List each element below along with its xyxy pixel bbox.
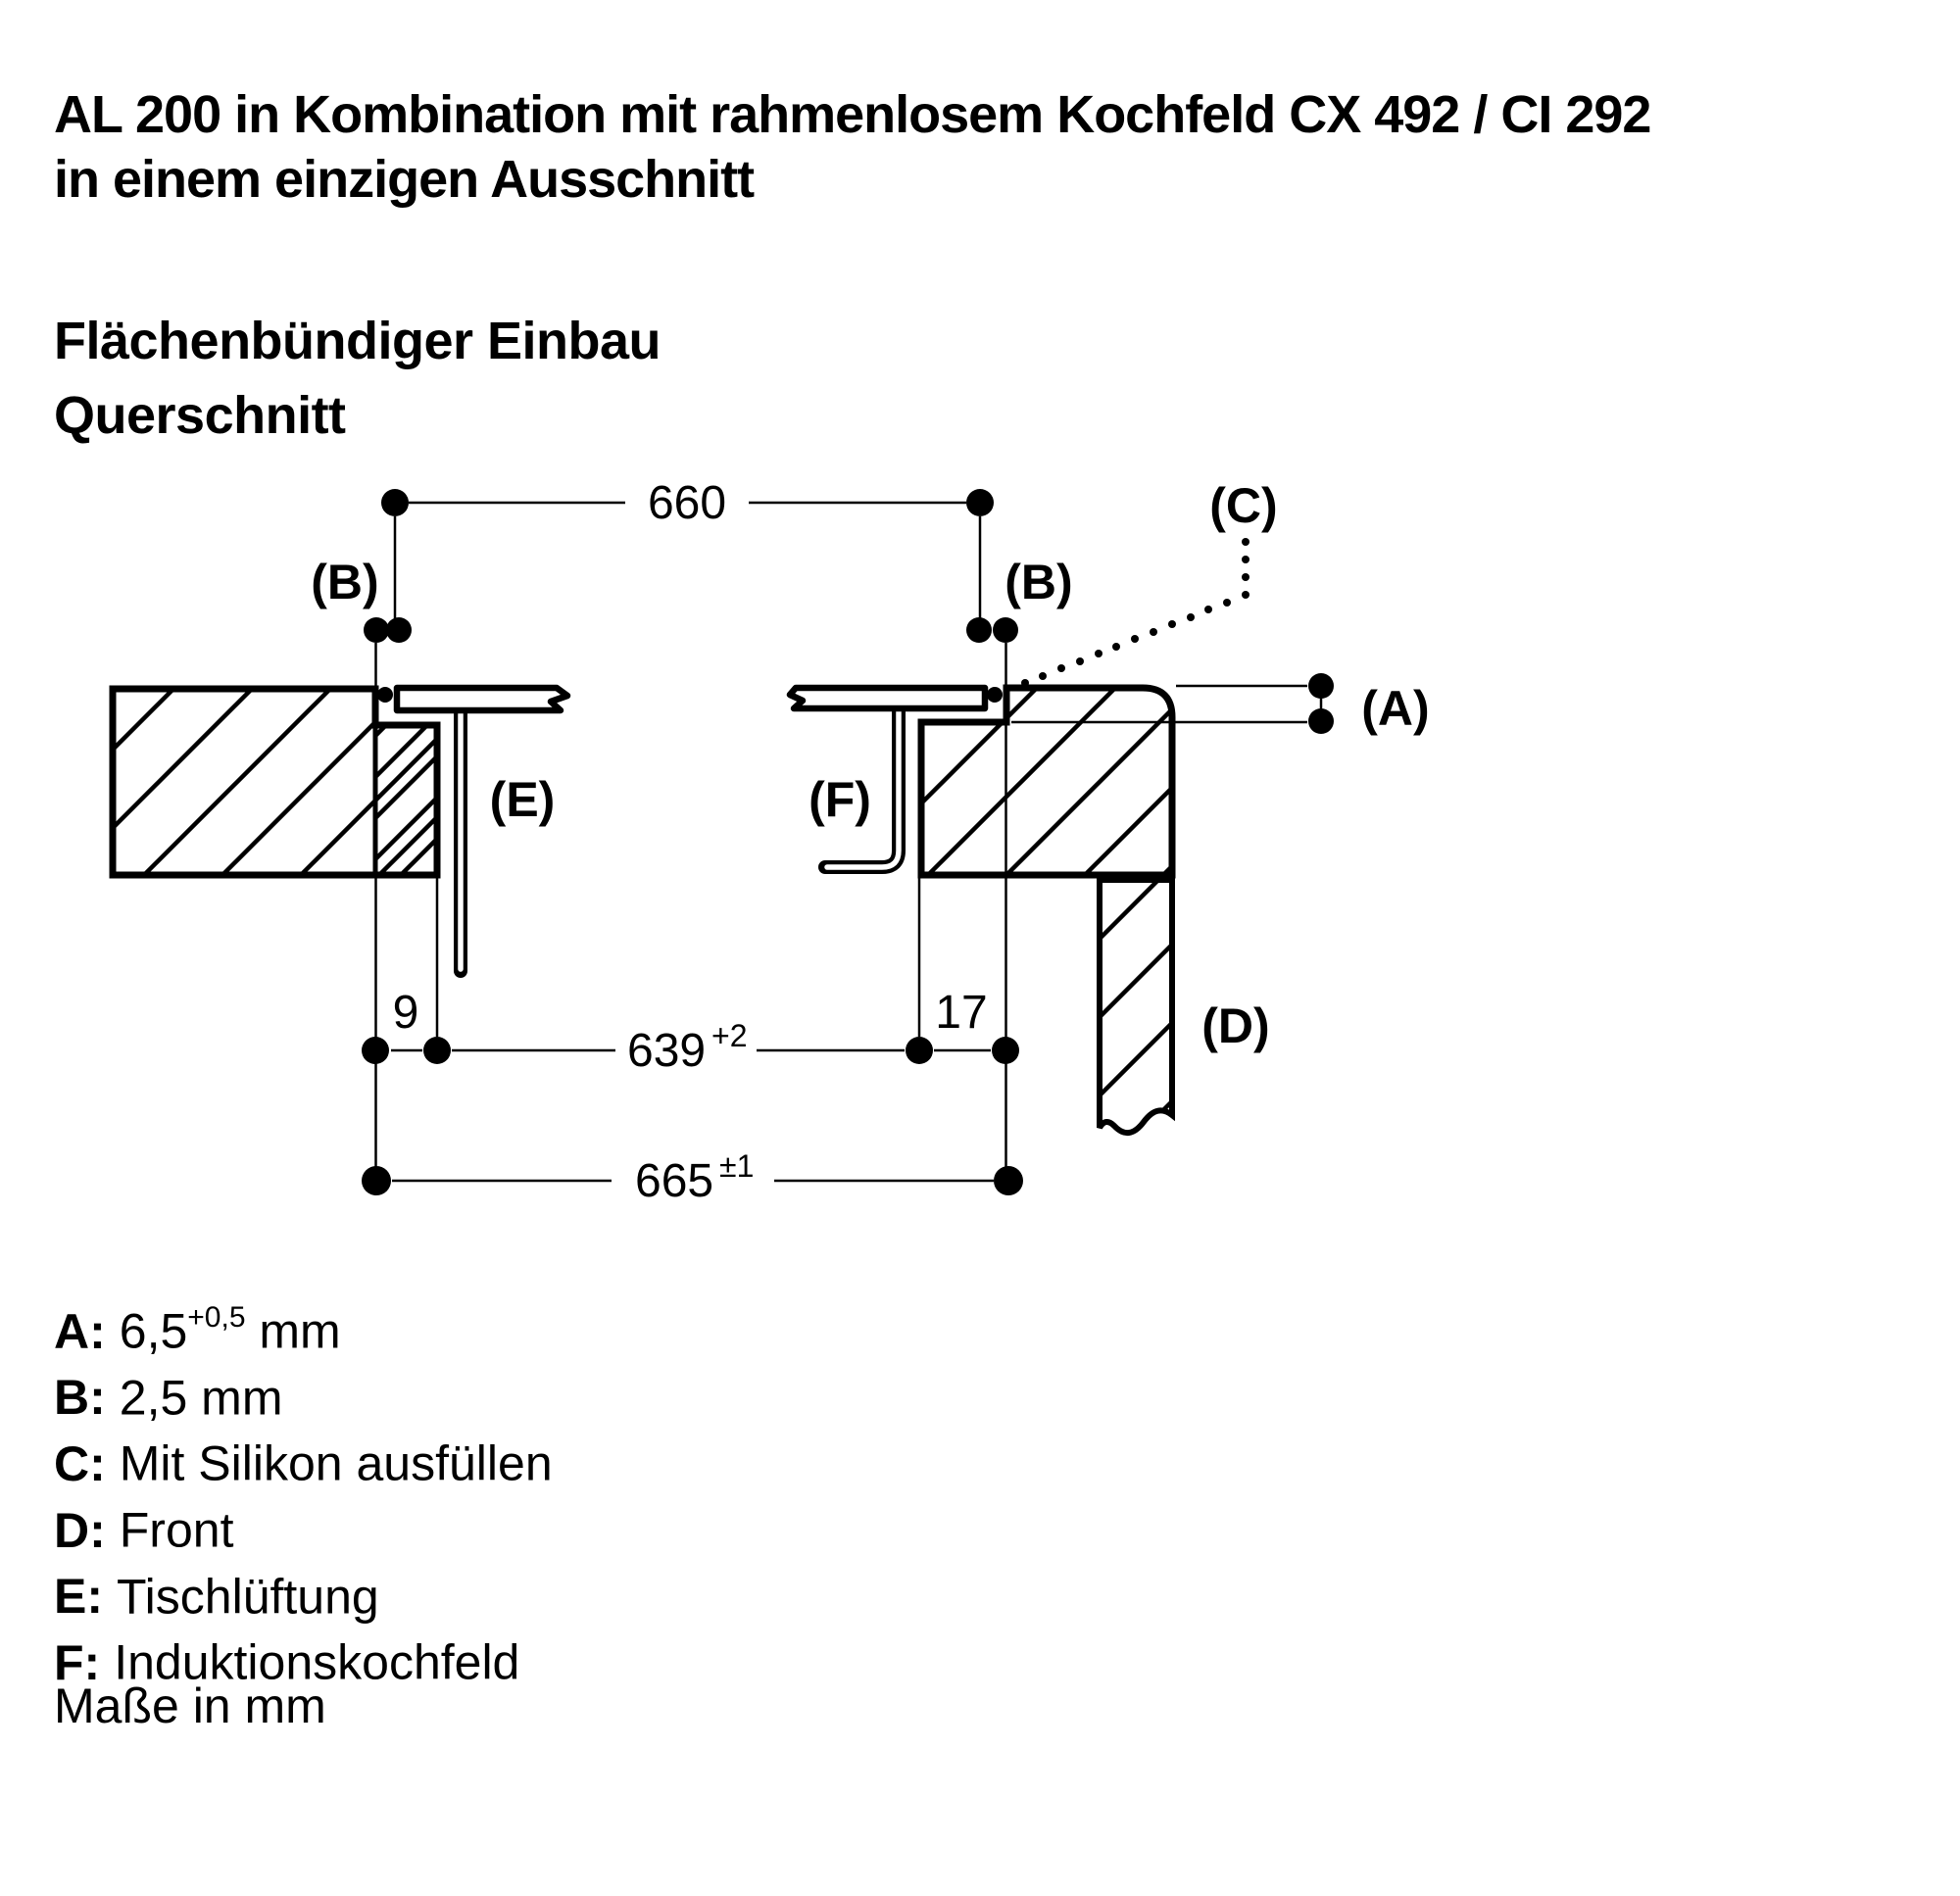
dim-639: 639 — [627, 1025, 706, 1077]
front-panel — [1097, 877, 1175, 1136]
label-e: (E) — [490, 772, 556, 827]
legend-key: C: — [54, 1435, 106, 1491]
legend: A:6,5+0,5 mm B:2,5 mm C:Mit Silikon ausf… — [54, 1293, 553, 1691]
legend-value: 2,5 — [119, 1370, 188, 1426]
label-a: (A) — [1361, 681, 1429, 736]
legend-key: F: — [54, 1634, 101, 1690]
dimension-dots — [362, 489, 1334, 1195]
label-d: (D) — [1201, 998, 1269, 1053]
legend-value-unit: mm — [245, 1303, 341, 1359]
legend-item-f: F:Induktionskochfeld — [54, 1625, 553, 1691]
label-c: (C) — [1209, 478, 1277, 533]
dim-665-tolerance: ±1 — [719, 1148, 754, 1184]
legend-item-a: A:6,5+0,5 mm — [54, 1293, 553, 1360]
label-b-left: (B) — [311, 555, 378, 609]
dim-639-tolerance: +2 — [711, 1018, 747, 1053]
legend-value: Tischlüftung — [117, 1569, 379, 1625]
page-title-line2: in einem einzigen Ausschnitt — [54, 150, 755, 209]
dimension-lines — [374, 501, 1323, 1183]
legend-key: E: — [54, 1569, 103, 1625]
legend-value-sup: +0,5 — [187, 1301, 246, 1334]
worktop-right-section — [917, 684, 1176, 879]
legend-item-c: C:Mit Silikon ausfüllen — [54, 1426, 553, 1492]
legend-value: Front — [119, 1502, 234, 1558]
subtitle-line2: Querschnitt — [54, 386, 346, 445]
dim-9: 9 — [393, 987, 419, 1039]
legend-item-b: B:2,5 mm — [54, 1360, 553, 1427]
subtitle-line1: Flächenbündiger Einbau — [54, 312, 662, 370]
legend-value: Mit Silikon ausfüllen — [119, 1435, 553, 1491]
dim-17: 17 — [935, 987, 987, 1039]
page-title: AL 200 in Kombination mit rahmenlosem Ko… — [54, 82, 1651, 212]
legend-item-e: E:Tischlüftung — [54, 1559, 553, 1626]
legend-key: A: — [54, 1303, 106, 1359]
legend-value: Induktionskochfeld — [114, 1634, 520, 1690]
worktop-left-rebate-strip — [372, 722, 440, 878]
dim-665: 665 — [635, 1155, 713, 1207]
section-subtitle: Flächenbündiger Einbau Querschnitt — [54, 304, 662, 453]
silicone-leader-dotted-line — [1021, 538, 1250, 687]
legend-value: 6,5 — [119, 1303, 188, 1359]
page-title-line1: AL 200 in Kombination mit rahmenlosem Ko… — [54, 85, 1651, 144]
units-note: Maße in mm — [54, 1678, 326, 1733]
hob-bracket-inner — [824, 697, 902, 870]
legend-key: B: — [54, 1370, 106, 1426]
legend-value-unit: mm — [187, 1370, 283, 1426]
vent-glass-flange — [393, 684, 571, 714]
label-f: (F) — [808, 772, 871, 827]
legend-key: D: — [54, 1502, 106, 1558]
label-b-right: (B) — [1004, 555, 1072, 609]
legend-item-d: D:Front — [54, 1492, 553, 1559]
hob-glass — [786, 684, 989, 712]
dim-660: 660 — [648, 477, 726, 529]
